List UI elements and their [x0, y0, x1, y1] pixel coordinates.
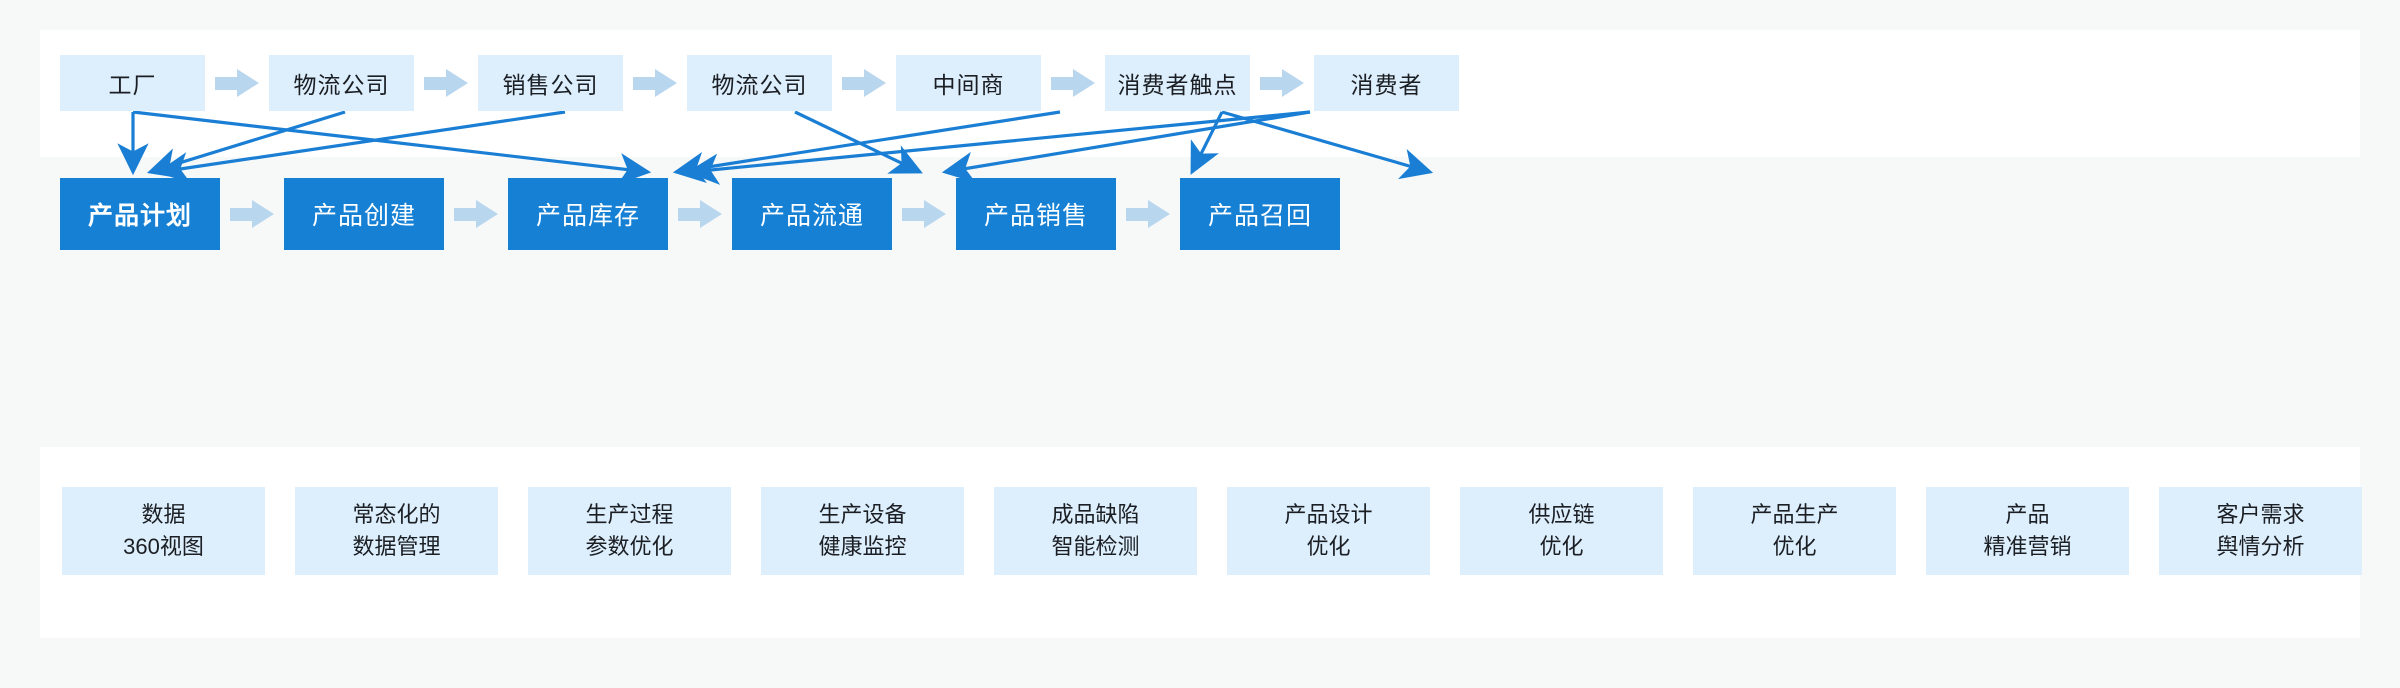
chevron-right-icon-5 [1051, 69, 1095, 97]
chevron-right-icon-10 [902, 200, 946, 228]
chevron-right-icon-7 [230, 200, 274, 228]
supply-node-logistics-1[interactable]: 物流公司 [269, 55, 414, 111]
product-lifecycle-row: 产品计划 产品创建 产品库存 产品流通 产品销售 产品召回 [60, 178, 2350, 250]
capability-normalized-data-management[interactable]: 常态化的 数据管理 [295, 487, 498, 575]
capability-label-line2: 360视图 [123, 534, 204, 559]
lifecycle-node-label: 产品召回 [1207, 202, 1312, 230]
lifecycle-node-label: 产品创建 [311, 202, 416, 230]
chevron-right-icon-2 [424, 69, 468, 97]
chevron-right-icon-3 [633, 69, 677, 97]
capability-label-line2: 舆情分析 [2216, 534, 2305, 559]
capability-production-optimization[interactable]: 产品生产 优化 [1693, 487, 1896, 575]
lifecycle-node-product-create[interactable]: 产品创建 [284, 178, 444, 250]
capability-label-line1: 产品生产 [1750, 502, 1839, 527]
capability-label-line1: 客户需求 [2216, 502, 2305, 527]
capability-label-line1: 产品 [2005, 502, 2050, 527]
supply-node-consumer[interactable]: 消费者 [1314, 55, 1459, 111]
supply-node-label: 工厂 [108, 72, 157, 98]
capability-supply-chain-optimization[interactable]: 供应链 优化 [1460, 487, 1663, 575]
capability-label-line1: 产品设计 [1284, 502, 1373, 527]
capability-label-line2: 优化 [1539, 534, 1584, 559]
lifecycle-node-product-sales[interactable]: 产品销售 [956, 178, 1116, 250]
capability-label-line2: 智能检测 [1051, 534, 1140, 559]
lifecycle-node-label: 产品销售 [983, 202, 1088, 230]
capability-label-line2: 优化 [1306, 534, 1351, 559]
supply-node-label: 物流公司 [711, 72, 808, 98]
supply-node-consumer-touchpoint[interactable]: 消费者触点 [1105, 55, 1250, 111]
lifecycle-node-product-inventory[interactable]: 产品库存 [508, 178, 668, 250]
capability-label-line2: 精准营销 [1983, 534, 2072, 559]
lifecycle-node-label: 产品计划 [87, 202, 192, 230]
supply-node-label: 消费者触点 [1117, 72, 1238, 98]
supply-node-distributor[interactable]: 中间商 [896, 55, 1041, 111]
chevron-right-icon-8 [454, 200, 498, 228]
lifecycle-node-product-plan[interactable]: 产品计划 [60, 178, 220, 250]
capability-label-line2: 参数优化 [585, 534, 674, 559]
capability-row: 数据 360视图 常态化的 数据管理 生产过程 参数优化 生产设备 健康监控 成… [62, 487, 2362, 575]
supply-node-logistics-2[interactable]: 物流公司 [687, 55, 832, 111]
capability-defect-intelligent-detection[interactable]: 成品缺陷 智能检测 [994, 487, 1197, 575]
supply-node-label: 消费者 [1350, 72, 1423, 98]
capability-precision-marketing[interactable]: 产品 精准营销 [1926, 487, 2129, 575]
capability-label-line1: 成品缺陷 [1051, 502, 1140, 527]
capability-label-line1: 供应链 [1528, 502, 1595, 527]
lifecycle-node-label: 产品流通 [759, 202, 864, 230]
capability-process-parameter-optimization[interactable]: 生产过程 参数优化 [528, 487, 731, 575]
lifecycle-node-product-recall[interactable]: 产品召回 [1180, 178, 1340, 250]
capability-label-line1: 常态化的 [352, 502, 441, 527]
supply-chain-row: 工厂 物流公司 销售公司 物流公司 中间商 消费者触点 [60, 55, 2350, 111]
supply-node-factory[interactable]: 工厂 [60, 55, 205, 111]
capability-label-line1: 数据 [141, 502, 186, 527]
chevron-right-icon-9 [678, 200, 722, 228]
capability-label-line2: 数据管理 [352, 534, 441, 559]
supply-node-label: 销售公司 [502, 72, 599, 98]
lifecycle-node-label: 产品库存 [535, 202, 640, 230]
capability-label-line2: 优化 [1772, 534, 1817, 559]
capability-label-line1: 生产过程 [585, 502, 674, 527]
capability-product-design-optimization[interactable]: 产品设计 优化 [1227, 487, 1430, 575]
capability-equipment-health-monitoring[interactable]: 生产设备 健康监控 [761, 487, 964, 575]
chevron-right-icon-11 [1126, 200, 1170, 228]
capability-label-line1: 生产设备 [818, 502, 907, 527]
lifecycle-node-product-distribution[interactable]: 产品流通 [732, 178, 892, 250]
capability-data-360-view[interactable]: 数据 360视图 [62, 487, 265, 575]
chevron-right-icon-4 [842, 69, 886, 97]
capability-label-line2: 健康监控 [818, 534, 907, 559]
capability-customer-demand-sentiment-analysis[interactable]: 客户需求 舆情分析 [2159, 487, 2362, 575]
supply-node-label: 中间商 [932, 72, 1005, 98]
chevron-right-icon-1 [215, 69, 259, 97]
supply-node-label: 物流公司 [293, 72, 390, 98]
chevron-right-icon-6 [1260, 69, 1304, 97]
supply-node-sales-company[interactable]: 销售公司 [478, 55, 623, 111]
